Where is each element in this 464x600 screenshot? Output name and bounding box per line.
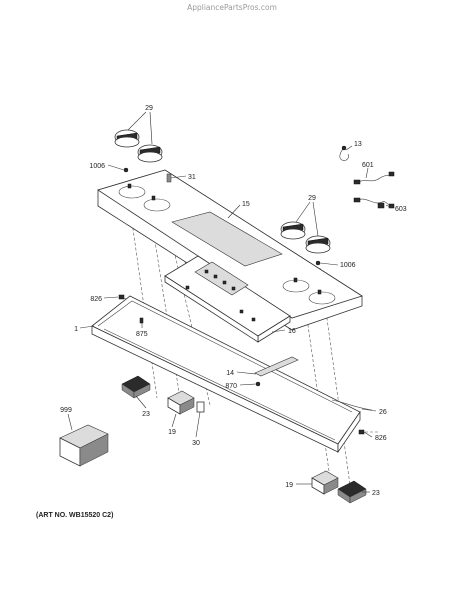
label-clip-826-left: 826 (90, 296, 102, 303)
label-screw-870: 870 (225, 383, 237, 390)
watermark: AppliancePartsPros.com (187, 3, 277, 12)
label-harness-601: 601 (362, 162, 374, 169)
screw-875-icon (139, 317, 144, 324)
label-connector-30: 30 (192, 440, 200, 447)
label-switch-19-right: 19 (285, 482, 293, 489)
label-sensor-13: 13 (354, 141, 362, 148)
switch-23-left (121, 375, 151, 399)
label-control-board: 16 (288, 328, 296, 335)
label-knob-top-left: 29 (145, 105, 153, 112)
switch-23-right (337, 480, 367, 504)
label-panel: 15 (242, 201, 250, 208)
screw-1006-left-icon (123, 167, 129, 173)
switch-19-left (167, 390, 195, 415)
frame (91, 295, 361, 454)
label-knob-right: 29 (308, 195, 316, 202)
knob-right-1 (280, 221, 306, 240)
switch-31-icon (166, 173, 172, 183)
label-screw-875: 875 (136, 331, 148, 338)
harness-603 (353, 197, 395, 209)
art-number: (ART NO. WB15520 C2) (36, 512, 113, 519)
knob-left-1 (114, 129, 140, 148)
label-switch-23-right: 23 (372, 490, 380, 497)
control-panel (97, 169, 363, 331)
clip-826-right-icon (358, 429, 365, 435)
clip-826-left-icon (118, 294, 125, 300)
label-wire-26: 26 (379, 409, 387, 416)
harness-601 (353, 171, 395, 185)
screw-1006-right-icon (315, 260, 321, 266)
switch-19-right (311, 470, 339, 495)
label-bracket-14: 14 (226, 370, 234, 377)
label-screw-right: 1006 (340, 262, 356, 269)
label-kit-999: 999 (60, 407, 72, 414)
label-harness-603: 603 (395, 206, 407, 213)
leader-lines (67, 111, 393, 493)
wire-26 (331, 399, 373, 411)
sensor-13 (339, 145, 349, 161)
knob-right-2 (305, 235, 331, 254)
screw-870-icon (255, 381, 261, 387)
control-board (164, 255, 291, 343)
label-switch-23-left: 23 (142, 411, 150, 418)
label-screw-top-left: 1006 (89, 163, 105, 170)
kit-box-999 (59, 424, 109, 467)
knob-left-2 (137, 144, 163, 163)
label-switch-19-left: 19 (168, 429, 176, 436)
label-switch-top: 31 (188, 174, 196, 181)
label-clip-826-right: 826 (375, 435, 387, 442)
bracket-14 (254, 356, 299, 377)
connector-30 (196, 401, 205, 413)
label-frame: 1 (74, 326, 78, 333)
